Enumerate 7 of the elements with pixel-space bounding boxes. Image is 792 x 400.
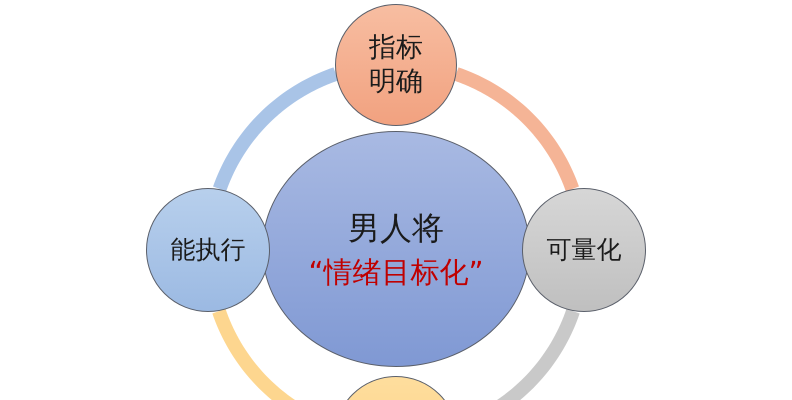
ring-arc: [453, 67, 579, 192]
node-title: 男人将: [348, 208, 444, 248]
node-quote: “情绪目标化”: [308, 254, 484, 290]
ring-arc: [213, 67, 339, 192]
node-label: 指标明确: [369, 31, 423, 99]
node-label: 能执行: [170, 234, 246, 266]
node-label: 可量化: [546, 234, 622, 266]
